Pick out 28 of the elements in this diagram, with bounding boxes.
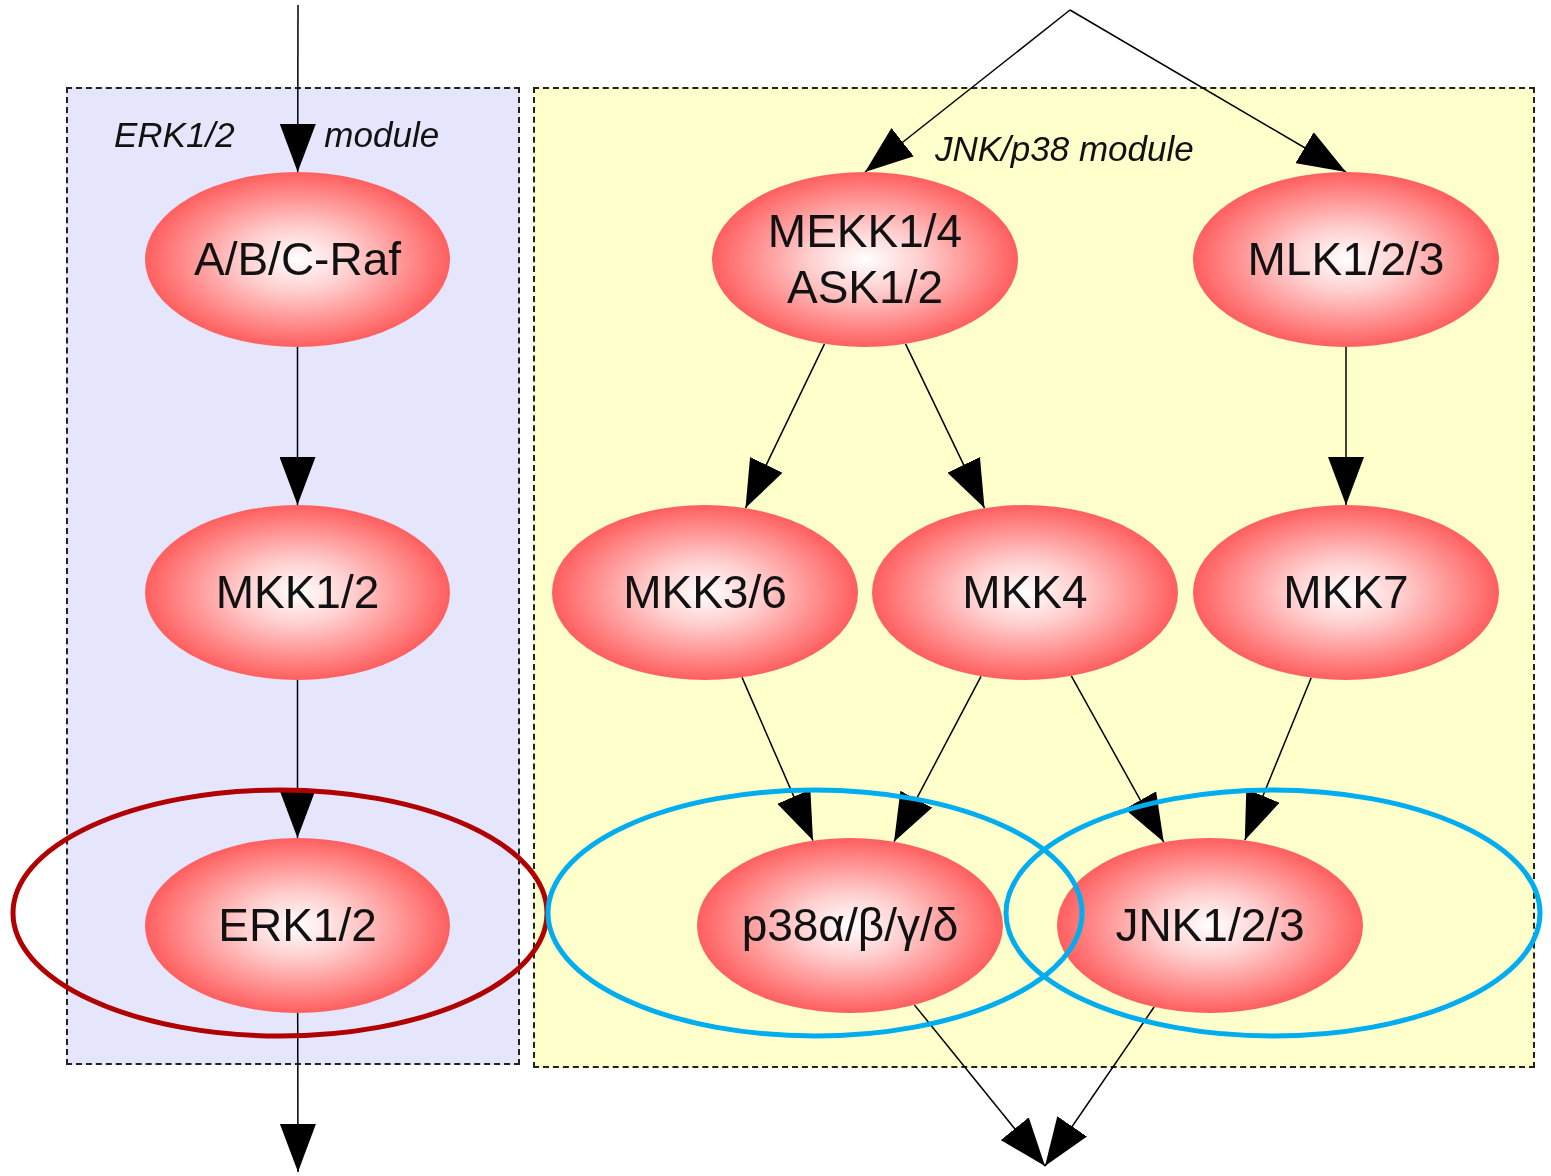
arrow	[1328, 346, 1364, 506]
kinase-label: ERK1/2	[218, 897, 377, 953]
kinase-label: MKK4	[962, 564, 1088, 620]
arrow	[279, 346, 316, 506]
kinase-label: p38α/β/γ/δ	[741, 897, 959, 953]
arrow	[893, 675, 982, 843]
module-label: ERK1/2 module	[114, 115, 440, 155]
arrow	[904, 343, 986, 509]
kinase-label: MKK7	[1283, 564, 1409, 620]
kinase-label: MKK1/2	[215, 564, 380, 620]
module-background	[66, 87, 520, 1065]
arrow	[1069, 9, 1347, 173]
arrow	[279, 4, 316, 173]
kinase-label: MLK1/2/3	[1247, 231, 1445, 287]
kinase-label: A/B/C-Raf	[193, 231, 401, 287]
kinase-label: JNK1/2/3	[1115, 897, 1305, 953]
module-background	[533, 87, 1535, 1068]
arrow	[279, 1012, 316, 1173]
arrow	[741, 676, 814, 842]
arrow	[1244, 676, 1312, 842]
arrow	[913, 1004, 1046, 1167]
arrow	[279, 679, 316, 839]
arrow	[1070, 675, 1165, 843]
arrow	[864, 9, 1071, 173]
kinase-label: MKK3/6	[623, 564, 787, 620]
arrow	[744, 343, 826, 509]
module-label: JNK/p38 module	[935, 129, 1194, 169]
kinase-label: MEKK1/4 ASK1/2	[766, 204, 964, 315]
